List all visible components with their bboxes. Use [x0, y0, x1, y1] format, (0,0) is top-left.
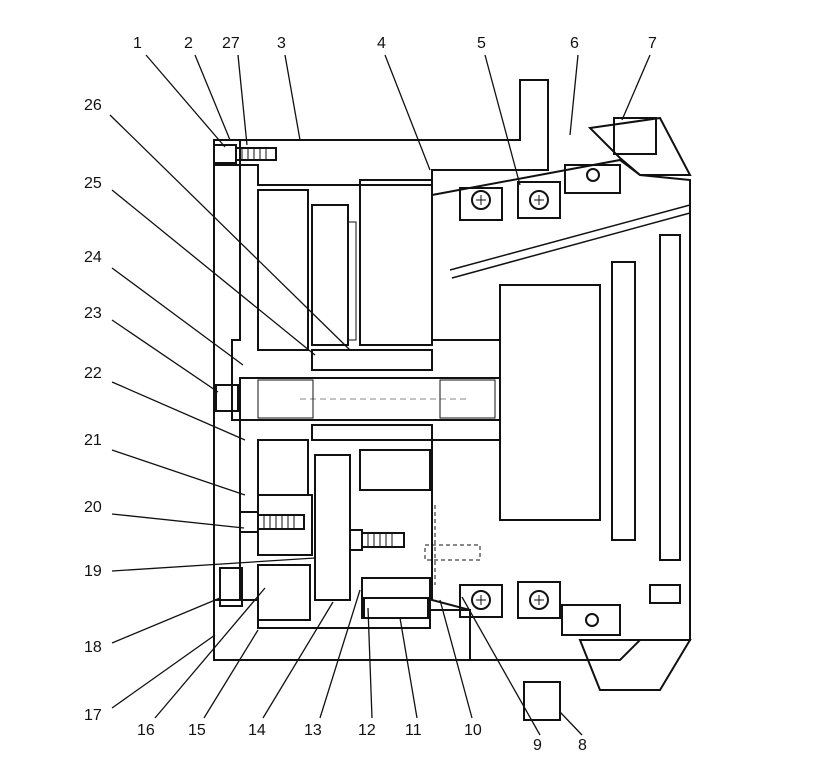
bolt-20 [239, 511, 305, 533]
housing [213, 79, 692, 691]
callout-22: 22 [84, 365, 102, 382]
bolt-top-left [213, 144, 277, 164]
callout-8: 8 [578, 737, 587, 754]
callout-5: 5 [477, 35, 486, 52]
callout-25: 25 [84, 175, 102, 192]
bolt-top-right [613, 117, 657, 155]
floating-seal-upper [564, 164, 621, 194]
callout-7: 7 [648, 35, 657, 52]
hidden-bolt [424, 505, 481, 585]
callout-15: 15 [188, 722, 206, 739]
callout-4: 4 [377, 35, 386, 52]
callout-14: 14 [248, 722, 266, 739]
callout-21: 21 [84, 432, 102, 449]
bolt-13 [349, 529, 405, 551]
callout-18: 18 [84, 639, 102, 656]
bolt-bottom-right [523, 681, 561, 721]
callout-1: 1 [133, 35, 142, 52]
callout-13: 13 [304, 722, 322, 739]
callout-26: 26 [84, 97, 102, 114]
callout-16: 16 [137, 722, 155, 739]
callout-3: 3 [277, 35, 286, 52]
callout-19: 19 [84, 563, 102, 580]
callout-23: 23 [84, 305, 102, 322]
callout-10: 10 [464, 722, 482, 739]
callout-17: 17 [84, 707, 102, 724]
leader-lines [109, 54, 651, 736]
carrier [257, 349, 433, 621]
planet-gear-upper [257, 179, 433, 351]
callout-24: 24 [84, 249, 102, 266]
floating-seal-lower [561, 604, 621, 636]
callout-9: 9 [533, 737, 542, 754]
bolt-left-plug [215, 384, 239, 412]
input-shaft [239, 377, 501, 421]
drain-plug [649, 584, 681, 604]
callout-2: 2 [184, 35, 193, 52]
bolt-18 [219, 567, 243, 607]
callout-12: 12 [358, 722, 376, 739]
callout-6: 6 [570, 35, 579, 52]
callout-11: 11 [405, 722, 422, 739]
callout-20: 20 [84, 499, 102, 516]
callout-27: 27 [222, 35, 240, 52]
bearing-lower [459, 581, 561, 619]
bearing-upper [459, 181, 561, 221]
callout-labels: 1 2 27 3 4 5 6 7 26 25 24 23 22 21 20 19… [84, 35, 657, 754]
